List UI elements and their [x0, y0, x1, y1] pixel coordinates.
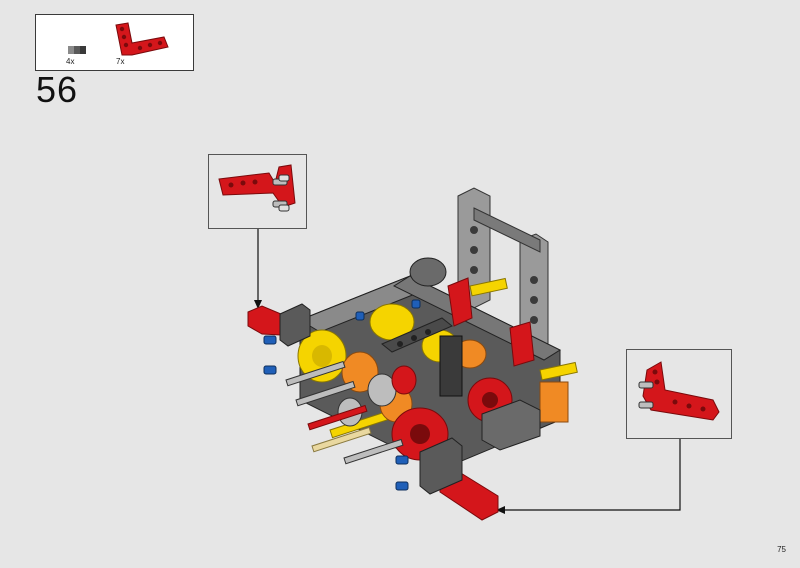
blue-pins: [263, 299, 519, 491]
center-beam: [381, 317, 463, 397]
grey-gears: [337, 257, 447, 427]
axle-pin-icon: [68, 46, 86, 54]
red-gears: [391, 365, 513, 461]
red-l-beams: [247, 277, 535, 521]
parts-list-art: [68, 22, 169, 56]
base-frame: [298, 275, 562, 471]
yellow-axles: [329, 277, 578, 439]
callout-right-art: [638, 361, 720, 421]
step-number: 56: [36, 69, 79, 110]
axle-pin-icon: [272, 174, 290, 212]
callout-left-art: [218, 164, 296, 212]
callout-box-right: [626, 349, 732, 439]
yellow-gears: [297, 303, 459, 383]
grey-upright-frame: [457, 187, 549, 379]
arrow-right-callout: [496, 439, 681, 514]
grey-axles: [285, 360, 404, 465]
axle-pin-quantity: 4x: [66, 57, 75, 66]
l-beam-quantity: 7x: [116, 57, 125, 66]
callout-box-left: [208, 154, 307, 229]
parts-list-box: 4x 7x: [35, 14, 194, 71]
orange-gears: [341, 339, 569, 423]
page-number: 75: [777, 545, 786, 554]
dark-bricks: [279, 303, 541, 495]
arrow-left-callout: [254, 229, 262, 309]
axle-pin-icon: [638, 381, 654, 409]
red-l-beam-icon: [115, 22, 169, 56]
